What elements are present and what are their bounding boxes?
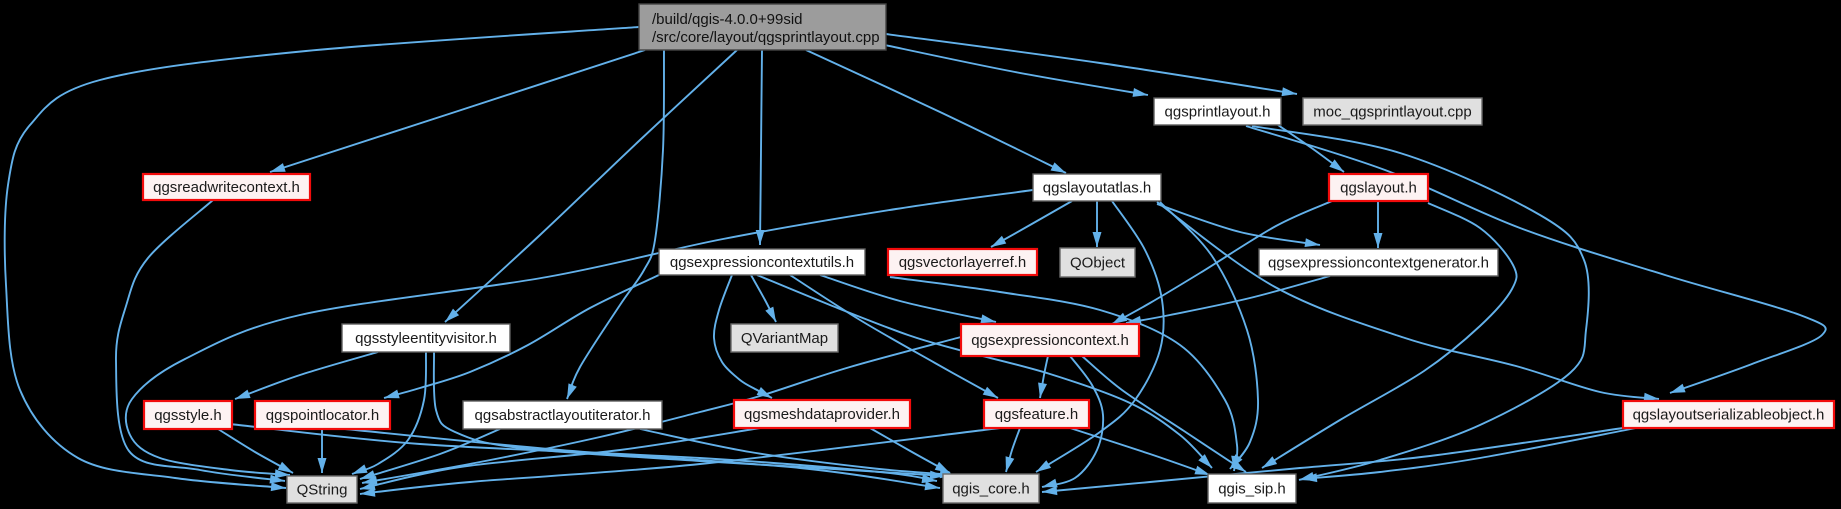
svg-text:qgspointlocator.h: qgspointlocator.h — [266, 407, 379, 424]
svg-text:moc_qgsprintlayout.cpp: moc_qgsprintlayout.cpp — [1313, 104, 1471, 121]
svg-text:/build/qgis-4.0.0+99sid: /build/qgis-4.0.0+99sid — [652, 11, 803, 28]
svg-text:qgsabstractlayoutiterator.h: qgsabstractlayoutiterator.h — [475, 407, 651, 424]
svg-text:qgsmeshdataprovider.h: qgsmeshdataprovider.h — [744, 406, 900, 423]
svg-text:QObject: QObject — [1070, 255, 1126, 272]
svg-text:QVariantMap: QVariantMap — [741, 330, 828, 347]
svg-text:qgsstyle.h: qgsstyle.h — [154, 407, 222, 424]
svg-text:qgsexpressioncontextutils.h: qgsexpressioncontextutils.h — [670, 254, 854, 271]
svg-text:qgsvectorlayerref.h: qgsvectorlayerref.h — [899, 254, 1027, 271]
svg-text:qgslayoutatlas.h: qgslayoutatlas.h — [1043, 180, 1151, 197]
svg-text:qgis_sip.h: qgis_sip.h — [1218, 481, 1286, 498]
svg-text:/src/core/layout/qgsprintlayou: /src/core/layout/qgsprintlayout.cpp — [652, 29, 880, 46]
svg-text:qgsexpressioncontext.h: qgsexpressioncontext.h — [971, 332, 1129, 349]
svg-text:QString: QString — [297, 482, 348, 499]
svg-text:qgis_core.h: qgis_core.h — [952, 481, 1030, 498]
svg-text:qgsreadwritecontext.h: qgsreadwritecontext.h — [153, 179, 300, 196]
svg-text:qgslayout.h: qgslayout.h — [1340, 180, 1417, 197]
svg-text:qgsexpressioncontextgenerator.: qgsexpressioncontextgenerator.h — [1268, 255, 1489, 272]
svg-text:qgsprintlayout.h: qgsprintlayout.h — [1165, 104, 1271, 121]
svg-text:qgslayoutserializableobject.h: qgslayoutserializableobject.h — [1633, 407, 1825, 424]
svg-text:qgsstyleentityvisitor.h: qgsstyleentityvisitor.h — [355, 330, 497, 347]
svg-text:qgsfeature.h: qgsfeature.h — [995, 406, 1078, 423]
